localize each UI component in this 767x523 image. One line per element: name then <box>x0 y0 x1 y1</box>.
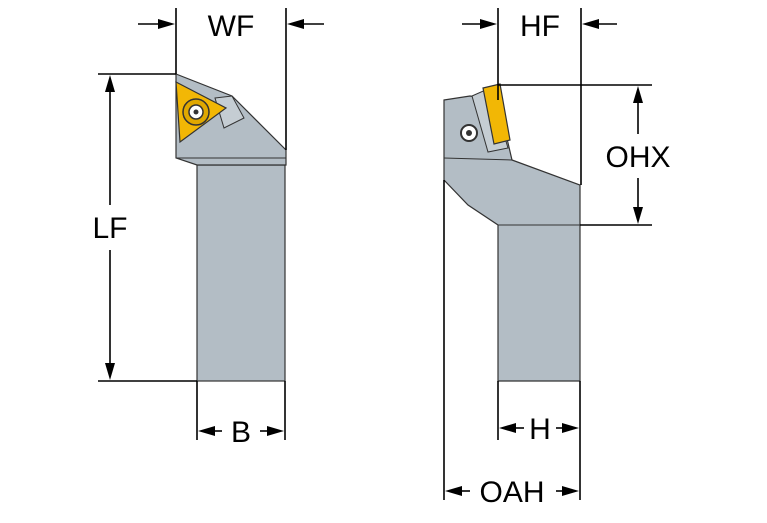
side-view-insert <box>482 83 511 145</box>
ohx-label: OHX <box>605 141 670 174</box>
wf-dimension: WF <box>138 8 324 150</box>
oah-dimension: OAH <box>443 180 579 509</box>
top-view-clamp <box>214 95 245 129</box>
h-dimension: H <box>497 381 581 500</box>
oah-label: OAH <box>479 476 544 509</box>
ohx-dimension: OHX <box>498 84 671 226</box>
b-label: B <box>231 416 251 449</box>
side-view <box>443 83 581 382</box>
h-label: H <box>529 413 551 446</box>
top-view <box>175 73 287 382</box>
top-view-shank <box>196 164 286 382</box>
wf-label: WF <box>208 10 255 43</box>
lf-label: LF <box>92 212 127 245</box>
b-dimension: B <box>196 381 286 449</box>
lf-dimension: LF <box>92 73 197 382</box>
hf-label: HF <box>520 10 560 43</box>
